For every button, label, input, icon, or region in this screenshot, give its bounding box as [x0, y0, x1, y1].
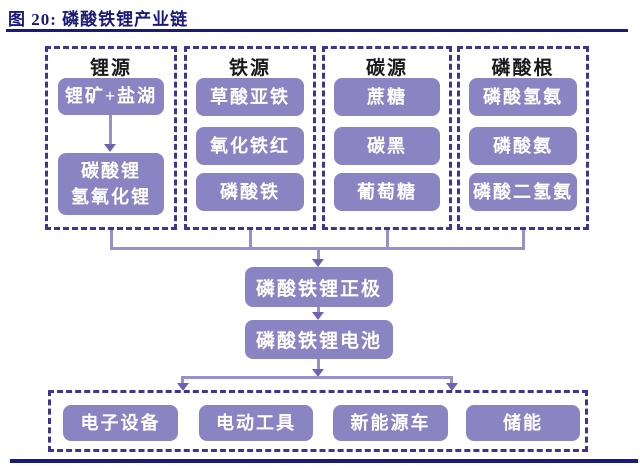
group-header-phosphate: 磷酸根	[491, 58, 555, 79]
title-underline	[6, 29, 628, 32]
connector-line	[181, 376, 184, 384]
arrow-down-icon	[104, 144, 116, 152]
node-power-tools: 电动工具	[199, 405, 313, 441]
arrow-down-icon	[312, 259, 324, 267]
node-monoammonium-phosphate: 磷酸二氢氨	[469, 173, 577, 211]
node-sucrose: 蔗糖	[334, 78, 440, 116]
source-group-iron: 铁源 草酸亚铁 氧化铁红 磷酸铁	[184, 46, 316, 230]
arrow-down-icon	[446, 383, 458, 391]
connector-line	[522, 230, 525, 248]
arrow-down-icon	[312, 369, 324, 377]
connector-line	[110, 230, 113, 248]
node-new-energy-vehicle: 新能源车	[333, 405, 448, 441]
node-electronics: 电子设备	[63, 405, 178, 441]
applications-group: 电子设备 电动工具 新能源车 储能	[48, 390, 588, 452]
node-carbon-black: 碳黑	[334, 127, 440, 165]
node-lithium-carbonate-hydroxide: 碳酸锂 氢氧化锂	[58, 153, 164, 215]
connector-bus-line	[110, 247, 525, 250]
source-group-lithium: 锂源 锂矿+盐湖 碳酸锂 氢氧化锂	[45, 46, 177, 230]
node-ammonium-phosphate: 磷酸氨	[469, 127, 577, 165]
node-ferrous-oxalate: 草酸亚铁	[196, 78, 304, 116]
connector-line	[317, 307, 320, 314]
arrow-down-icon	[177, 383, 189, 391]
connector-line	[386, 230, 389, 248]
connector-line	[317, 359, 320, 370]
group-header-lithium: 锂源	[89, 58, 132, 79]
arrow-down-icon	[312, 312, 324, 320]
connector-line	[109, 115, 112, 145]
node-ammonium-hydrogen-phosphate: 磷酸氢氨	[469, 78, 577, 116]
group-header-carbon: 碳源	[365, 58, 408, 79]
group-header-iron: 铁源	[228, 58, 271, 79]
connector-line	[249, 230, 252, 248]
node-lfp-cathode: 磷酸铁锂正极	[245, 267, 393, 307]
connector-line	[450, 376, 453, 384]
source-group-phosphate: 磷酸根 磷酸氢氨 磷酸氨 磷酸二氢氨	[457, 46, 589, 230]
connector-distribution-line	[181, 376, 453, 379]
source-group-carbon: 碳源 蔗糖 碳黑 葡萄糖	[322, 46, 452, 230]
figure-title: 图 20: 磷酸铁锂产业链	[8, 10, 189, 29]
node-lfp-battery: 磷酸铁锂电池	[245, 320, 393, 359]
footer-rule	[10, 459, 638, 463]
node-iron-phosphate: 磷酸铁	[196, 173, 304, 211]
node-energy-storage: 储能	[466, 405, 580, 441]
node-glucose: 葡萄糖	[334, 173, 440, 211]
connector-line	[317, 250, 320, 260]
node-lithium-ore-salt-lake: 锂矿+盐湖	[58, 78, 164, 115]
node-iron-oxide-red: 氧化铁红	[196, 127, 304, 165]
